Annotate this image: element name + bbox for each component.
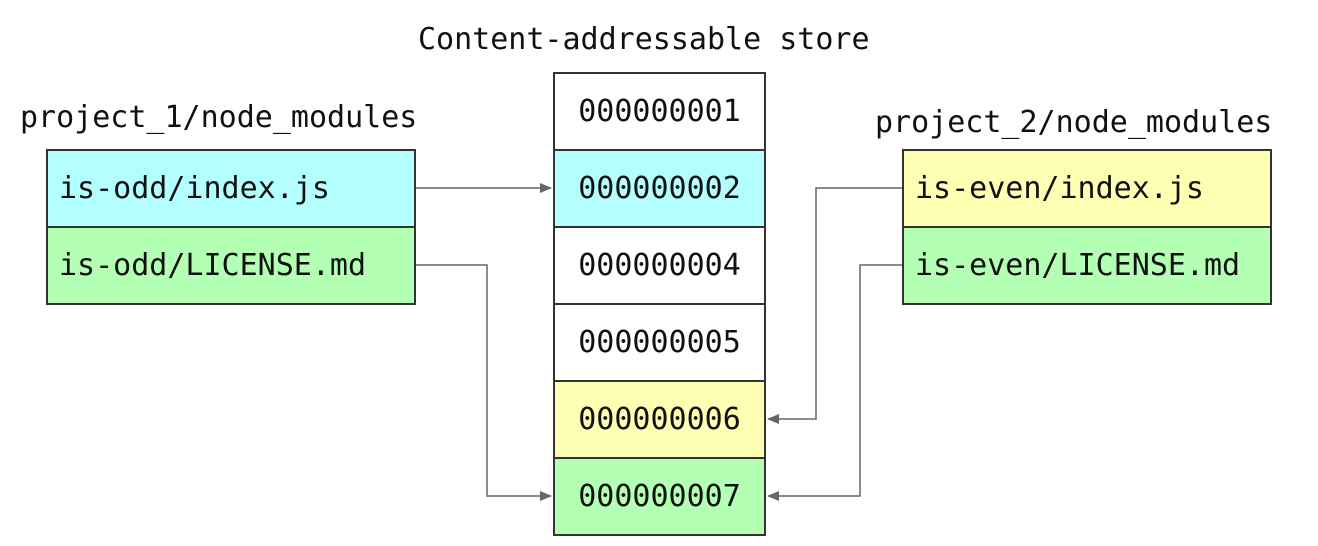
project-1-file-is-odd-license: is-odd/LICENSE.md: [46, 226, 416, 305]
arrow-is-even-license-to-000000007: [767, 264, 902, 501]
store-entry-000000006: 000000006: [553, 380, 766, 459]
project-1-title: project_1/node_modules: [20, 100, 418, 135]
store-title: Content-addressable store: [418, 22, 870, 57]
project-2-file-is-even-license: is-even/LICENSE.md: [902, 226, 1272, 305]
store-entry-000000002: 000000002: [553, 149, 766, 228]
store-entry-000000007: 000000007: [553, 457, 766, 536]
store-entry-000000005: 000000005: [553, 303, 766, 382]
arrow-is-even-index-to-000000006: [767, 187, 902, 424]
project-2-title: project_2/node_modules: [875, 105, 1273, 140]
store-entry-000000001: 000000001: [553, 72, 766, 151]
project-2-file-is-even-index: is-even/index.js: [902, 149, 1272, 228]
arrow-is-odd-license-to-000000007: [416, 264, 552, 501]
project-1-file-is-odd-index: is-odd/index.js: [46, 149, 416, 228]
store-entry-000000004: 000000004: [553, 226, 766, 305]
